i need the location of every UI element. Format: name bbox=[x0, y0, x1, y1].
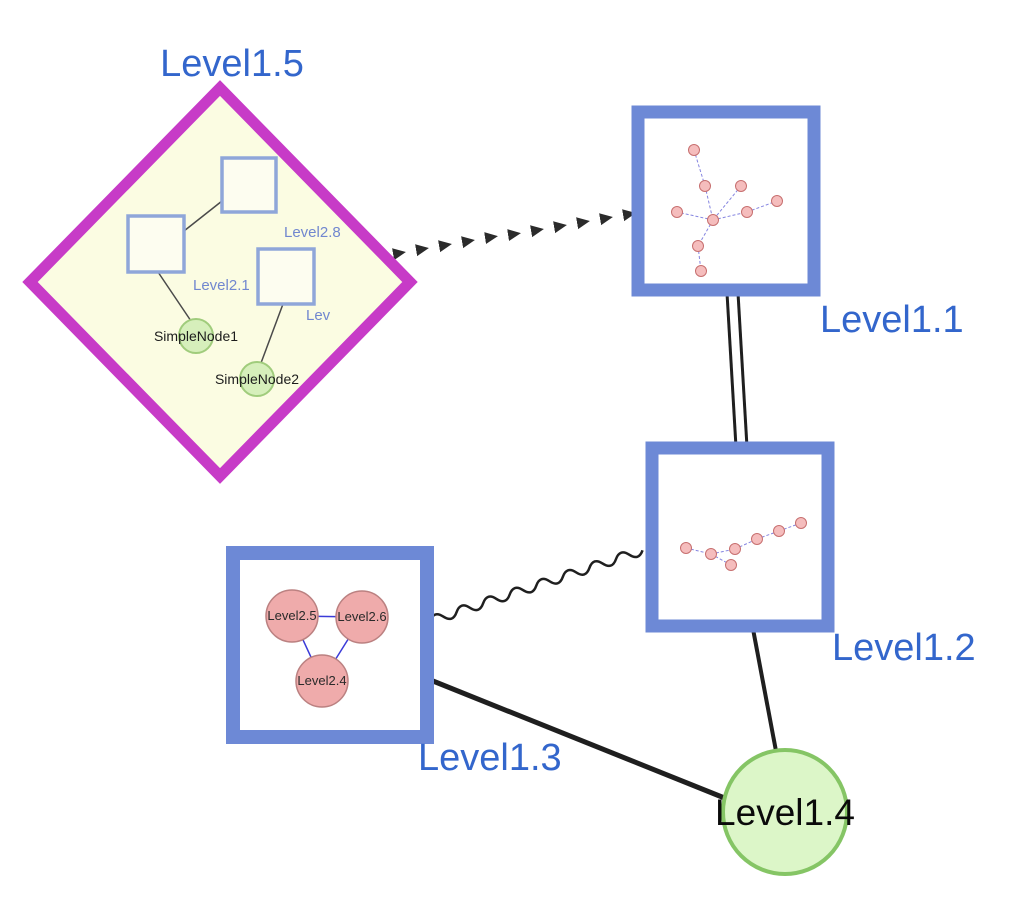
subnode-lev-label: Lev bbox=[306, 307, 331, 324]
mini-node bbox=[695, 265, 707, 277]
edge-level13-to-level14[interactable] bbox=[427, 676, 728, 802]
edge-level12-to-level14[interactable] bbox=[751, 628, 778, 752]
level1-2-box[interactable] bbox=[645, 441, 835, 633]
mini-node bbox=[671, 206, 683, 218]
level1-4-circle[interactable] bbox=[721, 748, 849, 876]
node-level1-4[interactable]: Level1.4 bbox=[715, 748, 855, 876]
subnode-level2-4[interactable] bbox=[295, 654, 349, 708]
mini-node bbox=[680, 542, 692, 554]
mini-node bbox=[692, 240, 704, 252]
mini-node bbox=[773, 525, 785, 537]
mini-node bbox=[795, 517, 807, 529]
subnode-level2-8-label: Level2.8 bbox=[284, 224, 341, 241]
node-level1-2-label: Level1.2 bbox=[832, 627, 976, 669]
subnode-simplenode1-label: SimpleNode1 bbox=[154, 328, 238, 344]
subnode-level2-4-label: Level2.4 bbox=[297, 673, 346, 688]
mini-node bbox=[729, 543, 741, 555]
mini-node bbox=[699, 180, 711, 192]
mini-node bbox=[735, 180, 747, 192]
subnode-level2-1-label: Level2.1 bbox=[193, 277, 250, 294]
group-node-level1-3[interactable]: Level2.5 Level2.6 Level2.4 bbox=[226, 546, 434, 744]
edge-level11-to-level12[interactable] bbox=[725, 292, 749, 448]
subnode-level2-8[interactable] bbox=[220, 156, 278, 214]
edge-level13-to-level12[interactable] bbox=[428, 546, 644, 625]
subnode-level2-5-label: Level2.5 bbox=[267, 608, 316, 623]
subnode-level2-1[interactable] bbox=[126, 214, 186, 274]
node-level1-5-label: Level1.5 bbox=[160, 43, 304, 85]
subnode-simplenode1[interactable] bbox=[178, 318, 214, 354]
node-level1-4-label: Level1.4 bbox=[715, 792, 855, 833]
mini-node bbox=[771, 195, 783, 207]
node-level1-3-label: Level1.3 bbox=[418, 737, 562, 779]
mini-node bbox=[688, 144, 700, 156]
level1-1-box[interactable] bbox=[631, 105, 821, 297]
group-node-level1-2[interactable] bbox=[645, 441, 835, 633]
mini-node bbox=[741, 206, 753, 218]
mini-node bbox=[751, 533, 763, 545]
level1-2-mini-nodes bbox=[680, 517, 807, 571]
mini-node bbox=[705, 548, 717, 560]
edge-level15-to-level11[interactable] bbox=[392, 209, 636, 261]
subnode-level2-6[interactable] bbox=[335, 590, 389, 644]
level1-3-box[interactable] bbox=[226, 546, 434, 744]
node-level1-1-label: Level1.1 bbox=[820, 299, 964, 341]
level1-5-inner-edges bbox=[157, 200, 284, 364]
level1-1-mini-nodes bbox=[671, 144, 783, 277]
subnode-level2-6-label: Level2.6 bbox=[337, 609, 386, 624]
group-node-level1-1[interactable] bbox=[631, 105, 821, 297]
subnode-lev[interactable] bbox=[256, 247, 316, 306]
level1-5-diamond-shape[interactable] bbox=[22, 80, 418, 484]
mini-node bbox=[707, 214, 719, 226]
subnode-level2-5[interactable] bbox=[265, 589, 319, 643]
subnode-simplenode2-label: SimpleNode2 bbox=[215, 371, 299, 387]
subnode-simplenode2[interactable] bbox=[239, 361, 275, 397]
group-node-level1-5[interactable]: Level2.8 Level2.1 Lev SimpleNode1 Simple… bbox=[22, 80, 418, 484]
mini-node bbox=[725, 559, 737, 571]
